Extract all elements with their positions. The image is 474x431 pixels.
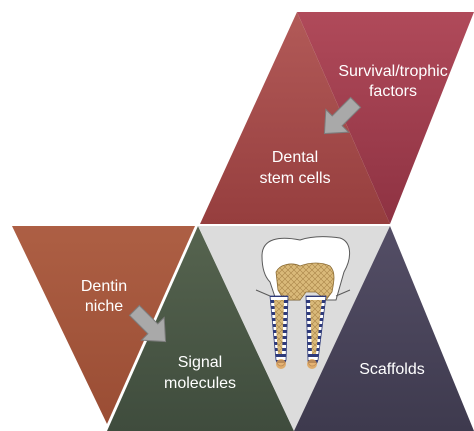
survival-factors-label-line2: factors: [369, 83, 417, 100]
signal-molecules-label-line2: molecules: [164, 375, 236, 392]
scaffolds-label: Scaffolds: [359, 361, 425, 378]
survival-factors-label-line1: Survival/trophic: [338, 63, 447, 80]
stem-cells-label-line2: stem cells: [259, 170, 330, 187]
dentin-niche-label-line2: niche: [85, 298, 123, 315]
signal-molecules-label-line1: Signal: [178, 354, 222, 371]
stem-cells-label-line1: Dental: [272, 149, 318, 166]
dentin-niche-label-line1: Dentin: [81, 278, 127, 295]
